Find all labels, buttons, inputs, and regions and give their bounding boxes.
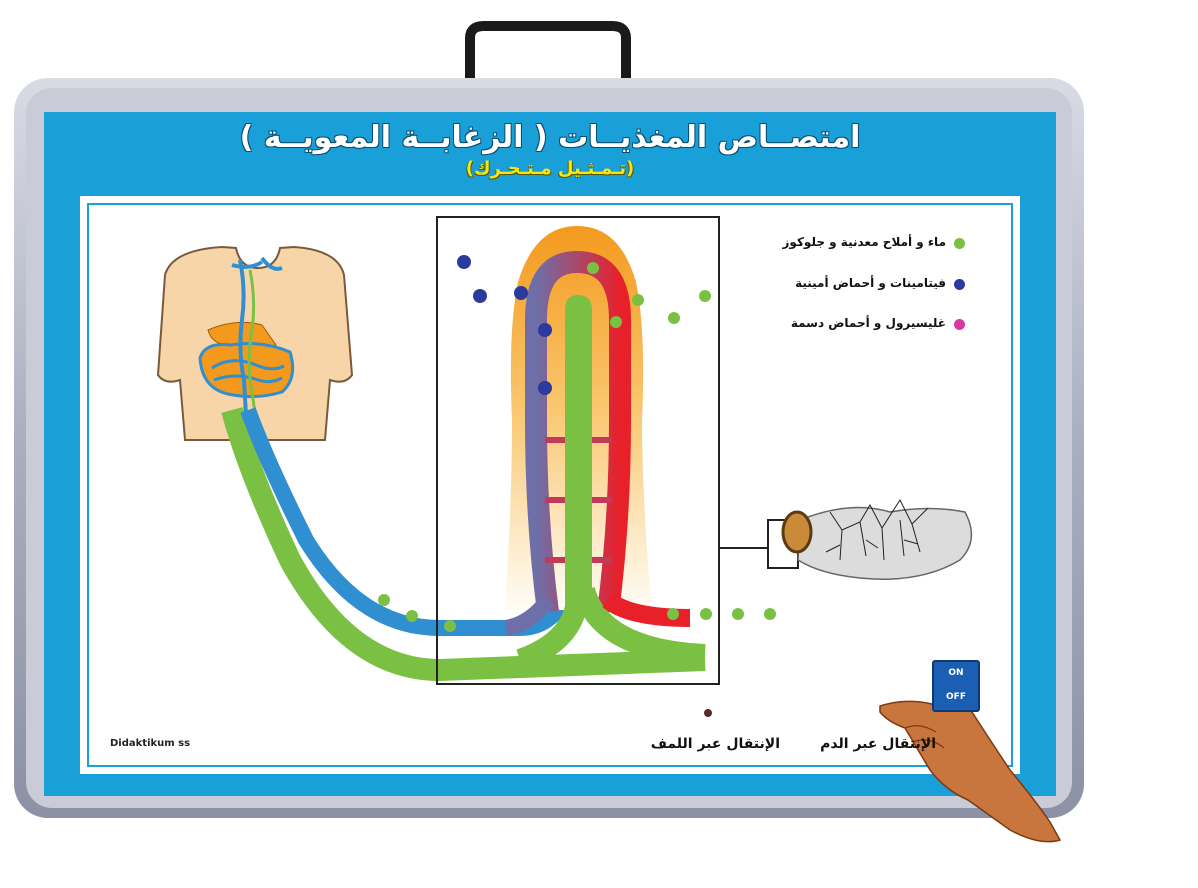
- lymph-route-label[interactable]: الإنتقال عبر اللمف: [650, 736, 780, 752]
- villus-zoom-box: [436, 216, 720, 685]
- intestine-vessels: [825, 498, 929, 561]
- intestine: [198, 342, 295, 399]
- legend-label-glycerol: غليسيرول و أحماض دسمة: [790, 316, 946, 330]
- on-off-switch[interactable]: ON OFF: [932, 660, 980, 712]
- intestine-cut-end: [781, 510, 813, 554]
- poster-title: امتصــاص المغذيــات ( الزغابــة المعويــ…: [239, 120, 861, 155]
- lymph-route-tube: [221, 407, 706, 682]
- nutrient-particles: [378, 255, 776, 632]
- indicator-dot: [704, 709, 712, 717]
- switch-on-label: ON: [948, 668, 964, 678]
- torso-blood-vessel: [238, 259, 248, 416]
- switch-off-label: OFF: [946, 692, 966, 702]
- blood-route-tube: [240, 407, 572, 636]
- legend-dot-water: [954, 238, 965, 249]
- legend-dot-vitamins: [954, 279, 965, 290]
- villus-lacteal: [565, 295, 592, 612]
- brand-logo: Didaktikum ss: [110, 738, 191, 749]
- legend-label-water: ماء و أملاح معدنية و جلوكوز: [782, 235, 946, 249]
- blood-route-label[interactable]: الإنتقال عبر الدم: [820, 736, 936, 752]
- torso-lymph-vessel: [247, 269, 258, 421]
- villus-lymph-outlet-right: [573, 586, 706, 666]
- poster-subtitle: (تـمـثـيل مـتـحـرك): [465, 158, 635, 179]
- legend-dot-glycerol: [954, 319, 965, 330]
- intestine-section: [797, 506, 973, 580]
- legend-label-vitamins: فيتامينات و أحماض أمينية: [795, 276, 946, 290]
- villus-blood-outlet: [602, 592, 691, 627]
- villus-capillary: [525, 250, 631, 614]
- board-handle: [465, 21, 631, 80]
